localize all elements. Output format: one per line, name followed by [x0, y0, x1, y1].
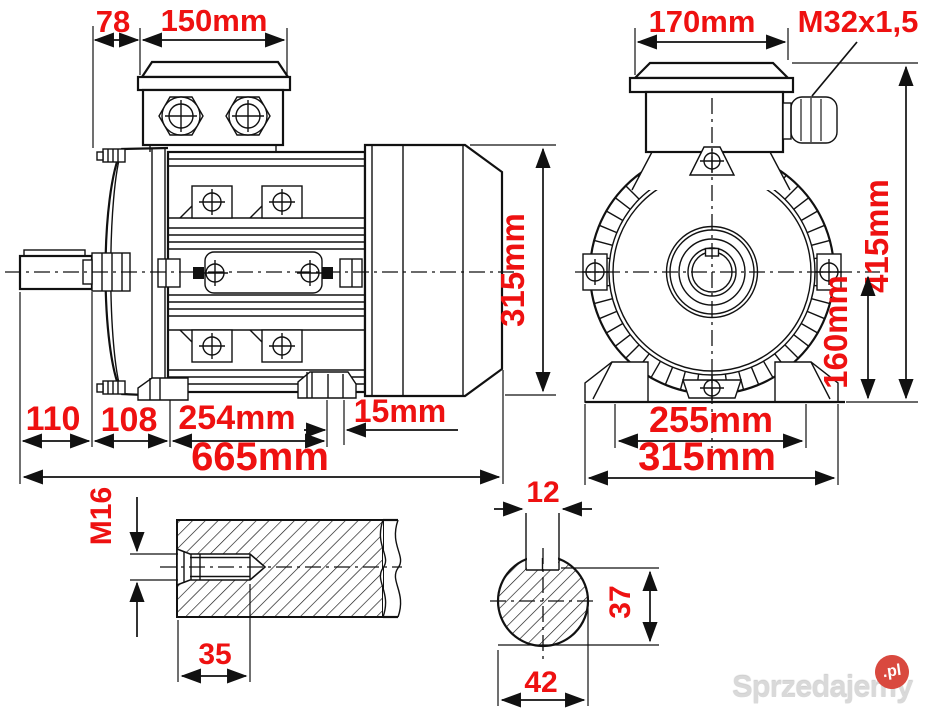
dim-side-315mm: 315mm — [470, 144, 556, 396]
dim-label-255mm: 255mm — [649, 399, 773, 440]
dim-254mm: 254mm — [171, 399, 328, 449]
fan-cowl — [363, 143, 504, 398]
dim-m16: M16 — [85, 487, 178, 637]
bell-bolt-bottom — [96, 380, 126, 395]
bell-bolt-top — [96, 148, 126, 163]
cable-gland-right — [225, 96, 271, 136]
dim-37: 37 — [498, 567, 659, 646]
dim-label-front-315mm: 315mm — [638, 435, 776, 479]
dim-15mm: 15mm — [304, 393, 458, 445]
dim-m32-gland: M32x1,5 — [798, 4, 919, 97]
dim-12: 12 — [494, 476, 592, 517]
front-view-motor — [575, 61, 880, 448]
terminal-box-side — [136, 60, 292, 152]
dim-label-150mm: 150mm — [161, 3, 268, 38]
dim-415mm: 415mm — [792, 62, 918, 403]
dim-170mm: 170mm — [634, 4, 789, 75]
side-view-motor — [5, 60, 515, 401]
dim-160mm: 160mm — [817, 275, 876, 400]
dim-label-15mm: 15mm — [354, 393, 447, 429]
dim-label-254mm: 254mm — [178, 399, 295, 437]
dim-108: 108 — [93, 400, 171, 449]
dim-label-415mm: 415mm — [858, 179, 895, 293]
dim-label-108: 108 — [101, 401, 158, 439]
dim-35: 35 — [177, 584, 251, 684]
side-feet — [137, 371, 357, 401]
terminal-box-front — [628, 61, 838, 191]
front-feet — [584, 361, 845, 404]
shaft-cross-section — [490, 512, 598, 662]
dim-label-37: 37 — [604, 585, 637, 618]
dim-label-42: 42 — [524, 666, 557, 699]
cable-gland-m32 — [782, 96, 838, 144]
dim-front-315mm: 315mm — [584, 404, 839, 486]
dim-label-160mm: 160mm — [817, 275, 854, 389]
dim-665mm: 665mm — [22, 370, 504, 485]
dim-42: 42 — [497, 608, 589, 708]
dim-255mm: 255mm — [614, 399, 807, 449]
dim-label-170mm: 170mm — [649, 4, 756, 39]
dim-label-35: 35 — [198, 638, 231, 671]
cable-gland-left — [158, 96, 204, 136]
center-band — [157, 251, 363, 294]
dim-78: 78 — [92, 4, 141, 148]
break-line — [379, 519, 387, 618]
frame-pads — [179, 185, 303, 363]
dim-150mm: 150mm — [141, 3, 288, 75]
dim-label-m32: M32x1,5 — [798, 4, 919, 39]
shaft-end-detail — [160, 518, 402, 619]
dim-label-12: 12 — [526, 476, 559, 509]
dim-label-78: 78 — [96, 4, 130, 39]
dim-label-665mm: 665mm — [191, 435, 329, 479]
dim-label-m16: M16 — [85, 487, 118, 545]
dim-label-side-315mm: 315mm — [494, 213, 531, 327]
dim-110: 110 — [19, 292, 93, 484]
dim-label-110: 110 — [26, 400, 81, 438]
watermark: Sprzedajemy .pl — [732, 652, 922, 710]
